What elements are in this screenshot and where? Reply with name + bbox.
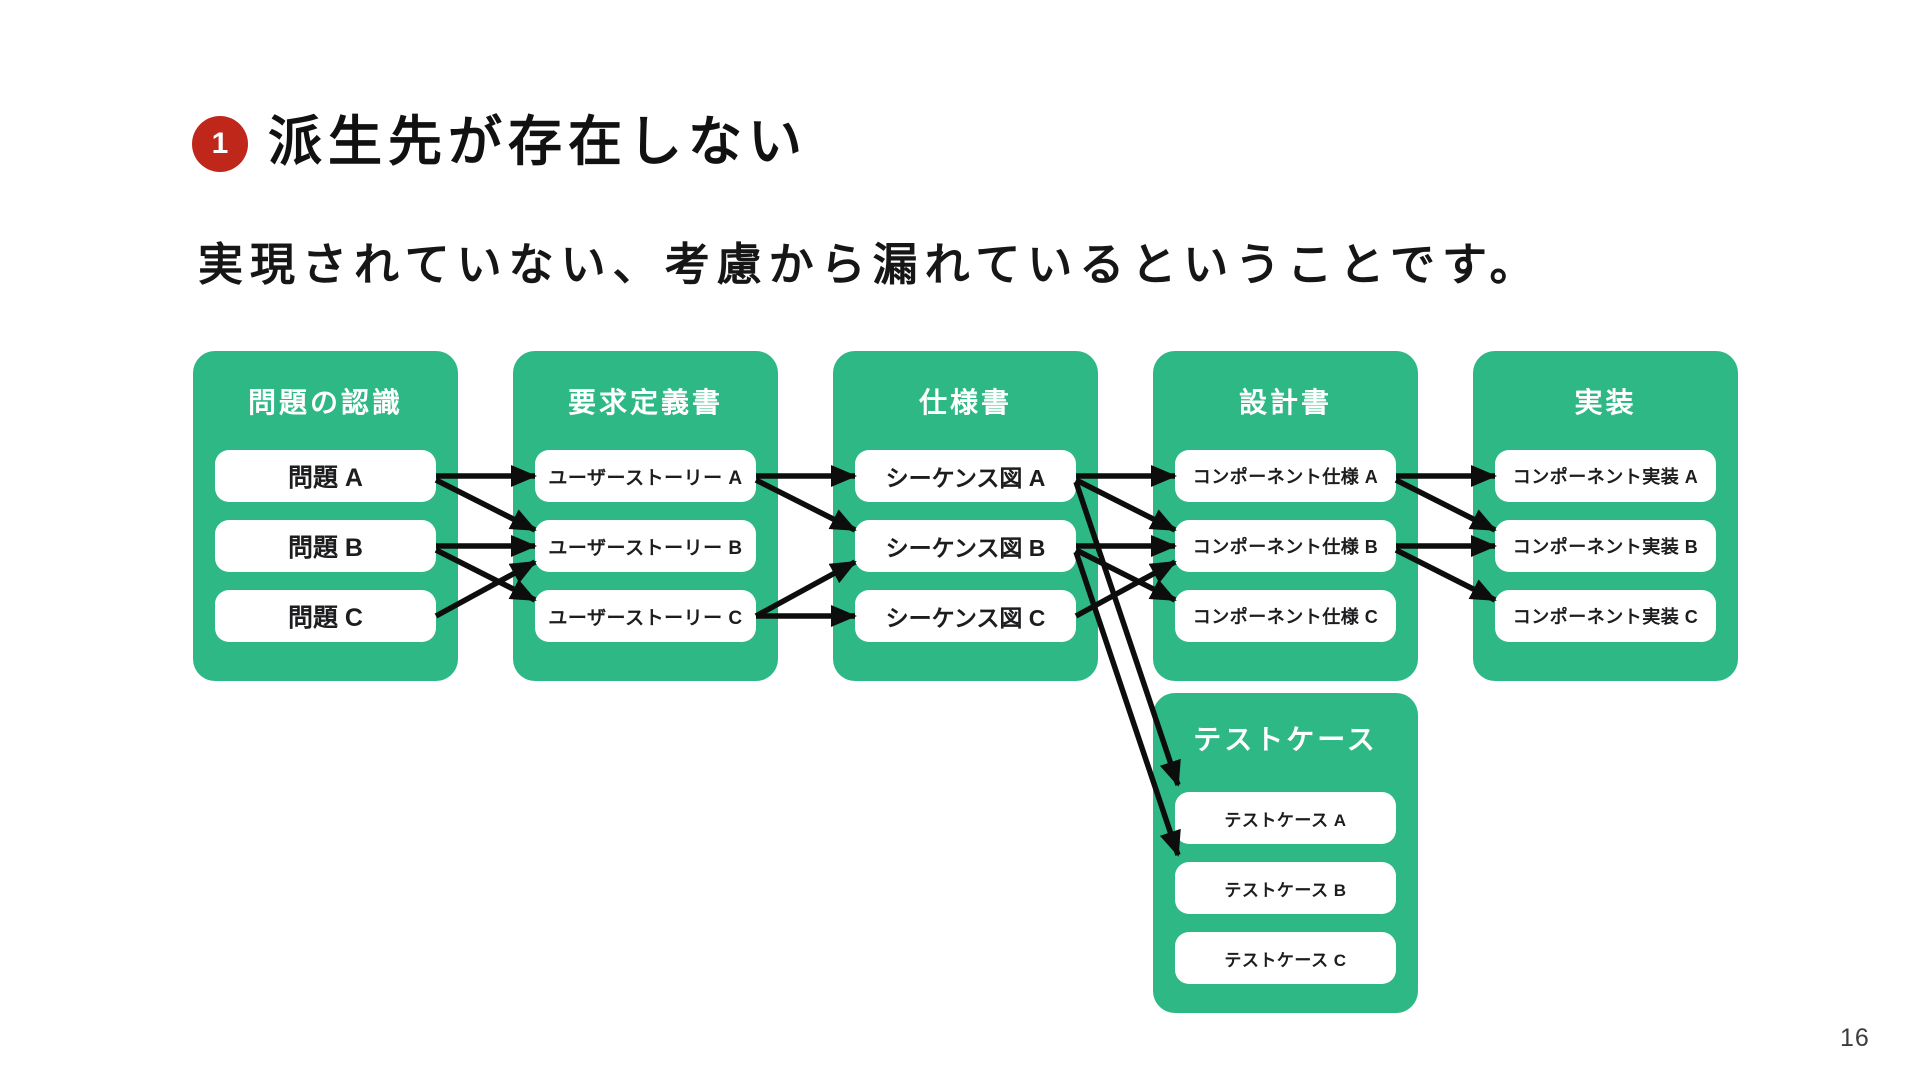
slide-subtitle: 実現されていない、考慮から漏れているということです。 [198, 239, 1542, 290]
panel-problems: 問題の認識 問題 A 問題 B 問題 C [193, 351, 458, 681]
node-sequence-diagram-c: シーケンス図 C [855, 590, 1076, 642]
node-component-spec-b: コンポーネント仕様 B [1175, 520, 1396, 572]
panel-implementation: 実装 コンポーネント実装 A コンポーネント実装 B コンポーネント実装 C [1473, 351, 1738, 681]
panel-requirements-title: 要求定義書 [567, 386, 723, 418]
page-number: 16 [1840, 1024, 1870, 1052]
panel-implementation-title: 実装 [1574, 386, 1637, 418]
node-component-spec-a: コンポーネント仕様 A [1175, 450, 1396, 502]
node-problem-b: 問題 B [215, 520, 436, 572]
node-component-spec-c: コンポーネント仕様 C [1175, 590, 1396, 642]
step-number-badge: 1 [192, 116, 248, 172]
node-testcase-c: テストケース C [1175, 932, 1396, 984]
node-user-story-a: ユーザーストーリー A [535, 450, 756, 502]
panel-testcases: テストケース テストケース A テストケース B テストケース C [1153, 693, 1418, 1013]
panel-design: 設計書 コンポーネント仕様 A コンポーネント仕様 B コンポーネント仕様 C [1153, 351, 1418, 681]
node-component-impl-a: コンポーネント実装 A [1495, 450, 1716, 502]
node-problem-c: 問題 C [215, 590, 436, 642]
panel-specs: 仕様書 シーケンス図 A シーケンス図 B シーケンス図 C [833, 351, 1098, 681]
node-user-story-c: ユーザーストーリー C [535, 590, 756, 642]
node-problem-a: 問題 A [215, 450, 436, 502]
panel-testcases-title: テストケース [1193, 724, 1378, 755]
node-testcase-b: テストケース B [1175, 862, 1396, 914]
slide-title: 派生先が存在しない [268, 112, 808, 172]
panel-requirements: 要求定義書 ユーザーストーリー A ユーザーストーリー B ユーザーストーリー … [513, 351, 778, 681]
node-component-impl-b: コンポーネント実装 B [1495, 520, 1716, 572]
panel-design-title: 設計書 [1238, 386, 1332, 418]
node-sequence-diagram-a: シーケンス図 A [855, 450, 1076, 502]
node-component-impl-c: コンポーネント実装 C [1495, 590, 1716, 642]
node-testcase-a: テストケース A [1175, 792, 1396, 844]
node-sequence-diagram-b: シーケンス図 B [855, 520, 1076, 572]
node-user-story-b: ユーザーストーリー B [535, 520, 756, 572]
panel-problems-title: 問題の認識 [247, 386, 403, 418]
panel-specs-title: 仕様書 [918, 386, 1012, 418]
